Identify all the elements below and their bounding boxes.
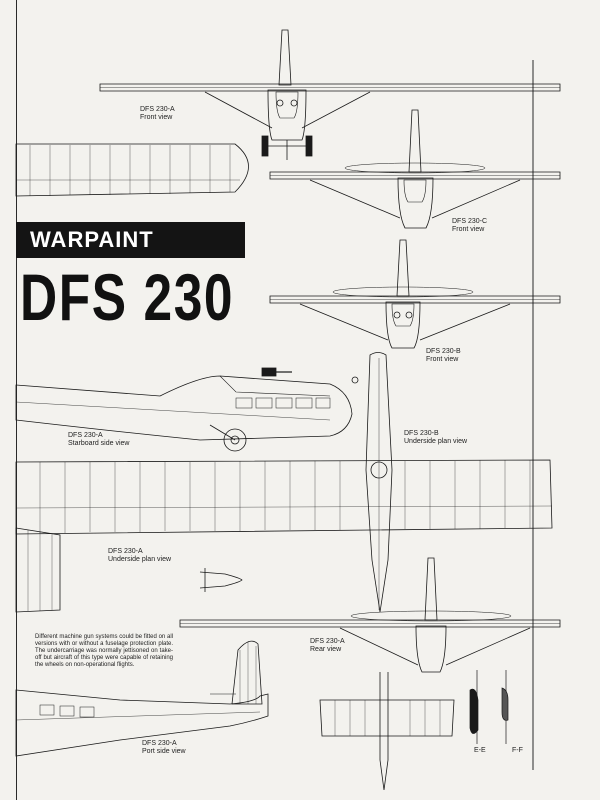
label-a-underside-view: Underside plan view bbox=[108, 556, 172, 563]
label-a-port-name: DFS 230-A bbox=[142, 740, 177, 747]
label-a-port: DFS 230-A Port side view bbox=[142, 740, 186, 756]
label-a-port-view: Port side view bbox=[142, 748, 186, 755]
label-a-front: DFS 230-A Front view bbox=[140, 106, 175, 122]
label-a-underside-name: DFS 230-A bbox=[108, 548, 143, 555]
label-a-rear: DFS 230-A Rear view bbox=[310, 638, 345, 654]
section-label-ff: F-F bbox=[512, 747, 523, 754]
label-b-underside-view: Underside plan view bbox=[404, 438, 468, 445]
label-c-front-view: Front view bbox=[452, 226, 485, 233]
label-a-starboard-name: DFS 230-A bbox=[68, 432, 103, 439]
starboard-side-view-drawing bbox=[15, 367, 359, 452]
label-a-underside: DFS 230-A Underside plan view bbox=[108, 548, 171, 564]
label-c-front-name: DFS 230-C bbox=[452, 218, 488, 225]
label-b-underside-name: DFS 230-B bbox=[404, 430, 439, 437]
underside-plan-view-b-drawing bbox=[15, 352, 553, 613]
label-c-front: DFS 230-C Front view bbox=[452, 218, 487, 234]
page-title: DFS 230 bbox=[20, 260, 235, 334]
front-view-c-drawing bbox=[269, 109, 561, 229]
label-b-underside: DFS 230-B Underside plan view bbox=[404, 430, 467, 446]
wing-plan-top-drawing bbox=[15, 143, 249, 197]
label-a-starboard-view: Starboard side view bbox=[68, 440, 130, 447]
underside-plan-view-a-drawing bbox=[15, 527, 243, 613]
caption-note: Different machine gun systems could be f… bbox=[35, 634, 173, 668]
rear-view-drawing bbox=[179, 557, 561, 791]
section-label-ee: E-E bbox=[474, 747, 486, 754]
label-b-front-view: Front view bbox=[426, 356, 459, 363]
label-a-rear-name: DFS 230-A bbox=[310, 638, 345, 645]
label-a-starboard: DFS 230-A Starboard side view bbox=[68, 432, 129, 448]
warpaint-banner: WARPAINT bbox=[16, 222, 245, 258]
label-b-front-name: DFS 230-B bbox=[426, 348, 461, 355]
label-b-front: DFS 230-B Front view bbox=[426, 348, 461, 364]
front-view-b-drawing bbox=[269, 239, 561, 349]
label-a-front-name: DFS 230-A bbox=[140, 106, 175, 113]
label-a-front-view: Front view bbox=[140, 114, 173, 121]
port-side-view-drawing bbox=[15, 640, 269, 757]
section-drawings bbox=[469, 670, 509, 744]
label-a-rear-view: Rear view bbox=[310, 646, 342, 653]
front-view-a-drawing bbox=[99, 29, 561, 160]
